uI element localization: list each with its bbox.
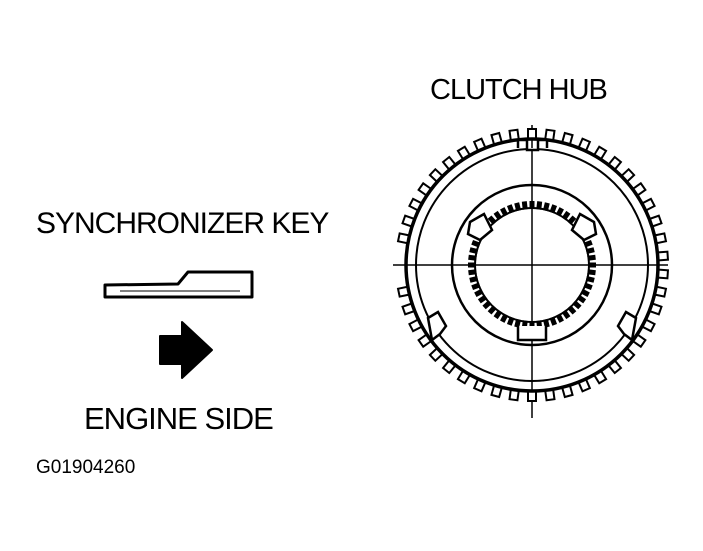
engine-side-label: ENGINE SIDE (84, 401, 274, 436)
key-slot-bottom (516, 326, 548, 342)
key-slot-left (466, 212, 494, 242)
inner-spline (529, 321, 535, 329)
key-slot-right (570, 212, 598, 242)
top-slot (516, 138, 549, 152)
right-lug (616, 310, 638, 343)
synchronizer-key-icon (103, 270, 254, 299)
arrow-right-icon (159, 321, 213, 379)
inner-spline (529, 201, 535, 209)
left-lug (426, 310, 448, 343)
synchronizer-key-label: SYNCHRONIZER KEY (36, 207, 329, 240)
clutch-hub-label: CLUTCH HUB (430, 74, 608, 106)
clutch-hub-icon (393, 125, 670, 418)
inner-spline (588, 262, 596, 268)
figure-id-label: G01904260 (36, 457, 136, 478)
inner-spline (468, 262, 476, 268)
